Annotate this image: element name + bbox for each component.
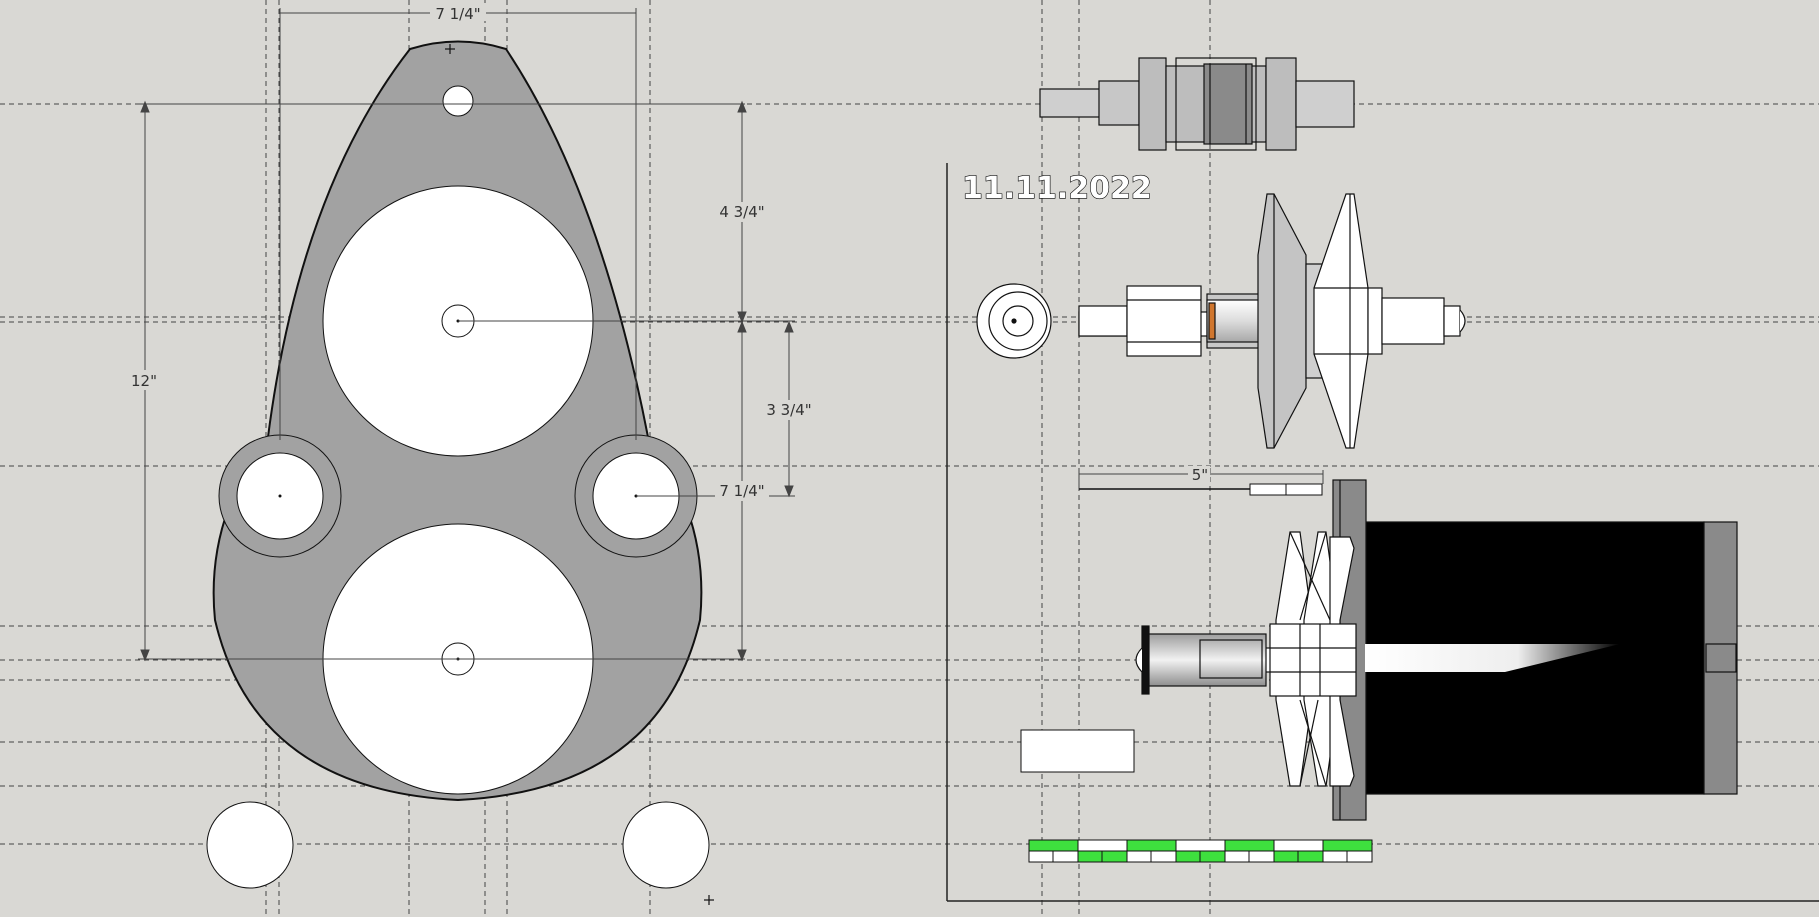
dimension-lines <box>138 8 795 662</box>
dimension-labels: 7 1/4" 12" 4 3/4" 3 3/4" 7 1/4" <box>126 3 817 501</box>
scale-bar <box>1028 839 1373 863</box>
top-shaft-assembly <box>1039 57 1355 151</box>
dim-overall-height: 12" <box>131 372 157 390</box>
point-markers <box>445 44 714 905</box>
dim-upper-gap: 4 3/4" <box>719 203 764 221</box>
dim-side-offset: 3 3/4" <box>766 401 811 419</box>
dim-shaft-length: 5" <box>1192 466 1208 484</box>
bracket-plate <box>212 40 703 802</box>
spacer-block <box>1020 729 1135 773</box>
motor-assembly <box>1135 479 1738 821</box>
dim-top-width: 7 1/4" <box>435 5 480 23</box>
drawing-date: 11.11.2022 <box>962 171 1152 206</box>
sheet-frame <box>946 163 1819 902</box>
variator-assembly <box>1078 193 1466 449</box>
dim-mount-spacing: 7 1/4" <box>719 482 764 500</box>
loose-washers <box>206 801 710 889</box>
end-view-washer <box>976 283 1052 359</box>
